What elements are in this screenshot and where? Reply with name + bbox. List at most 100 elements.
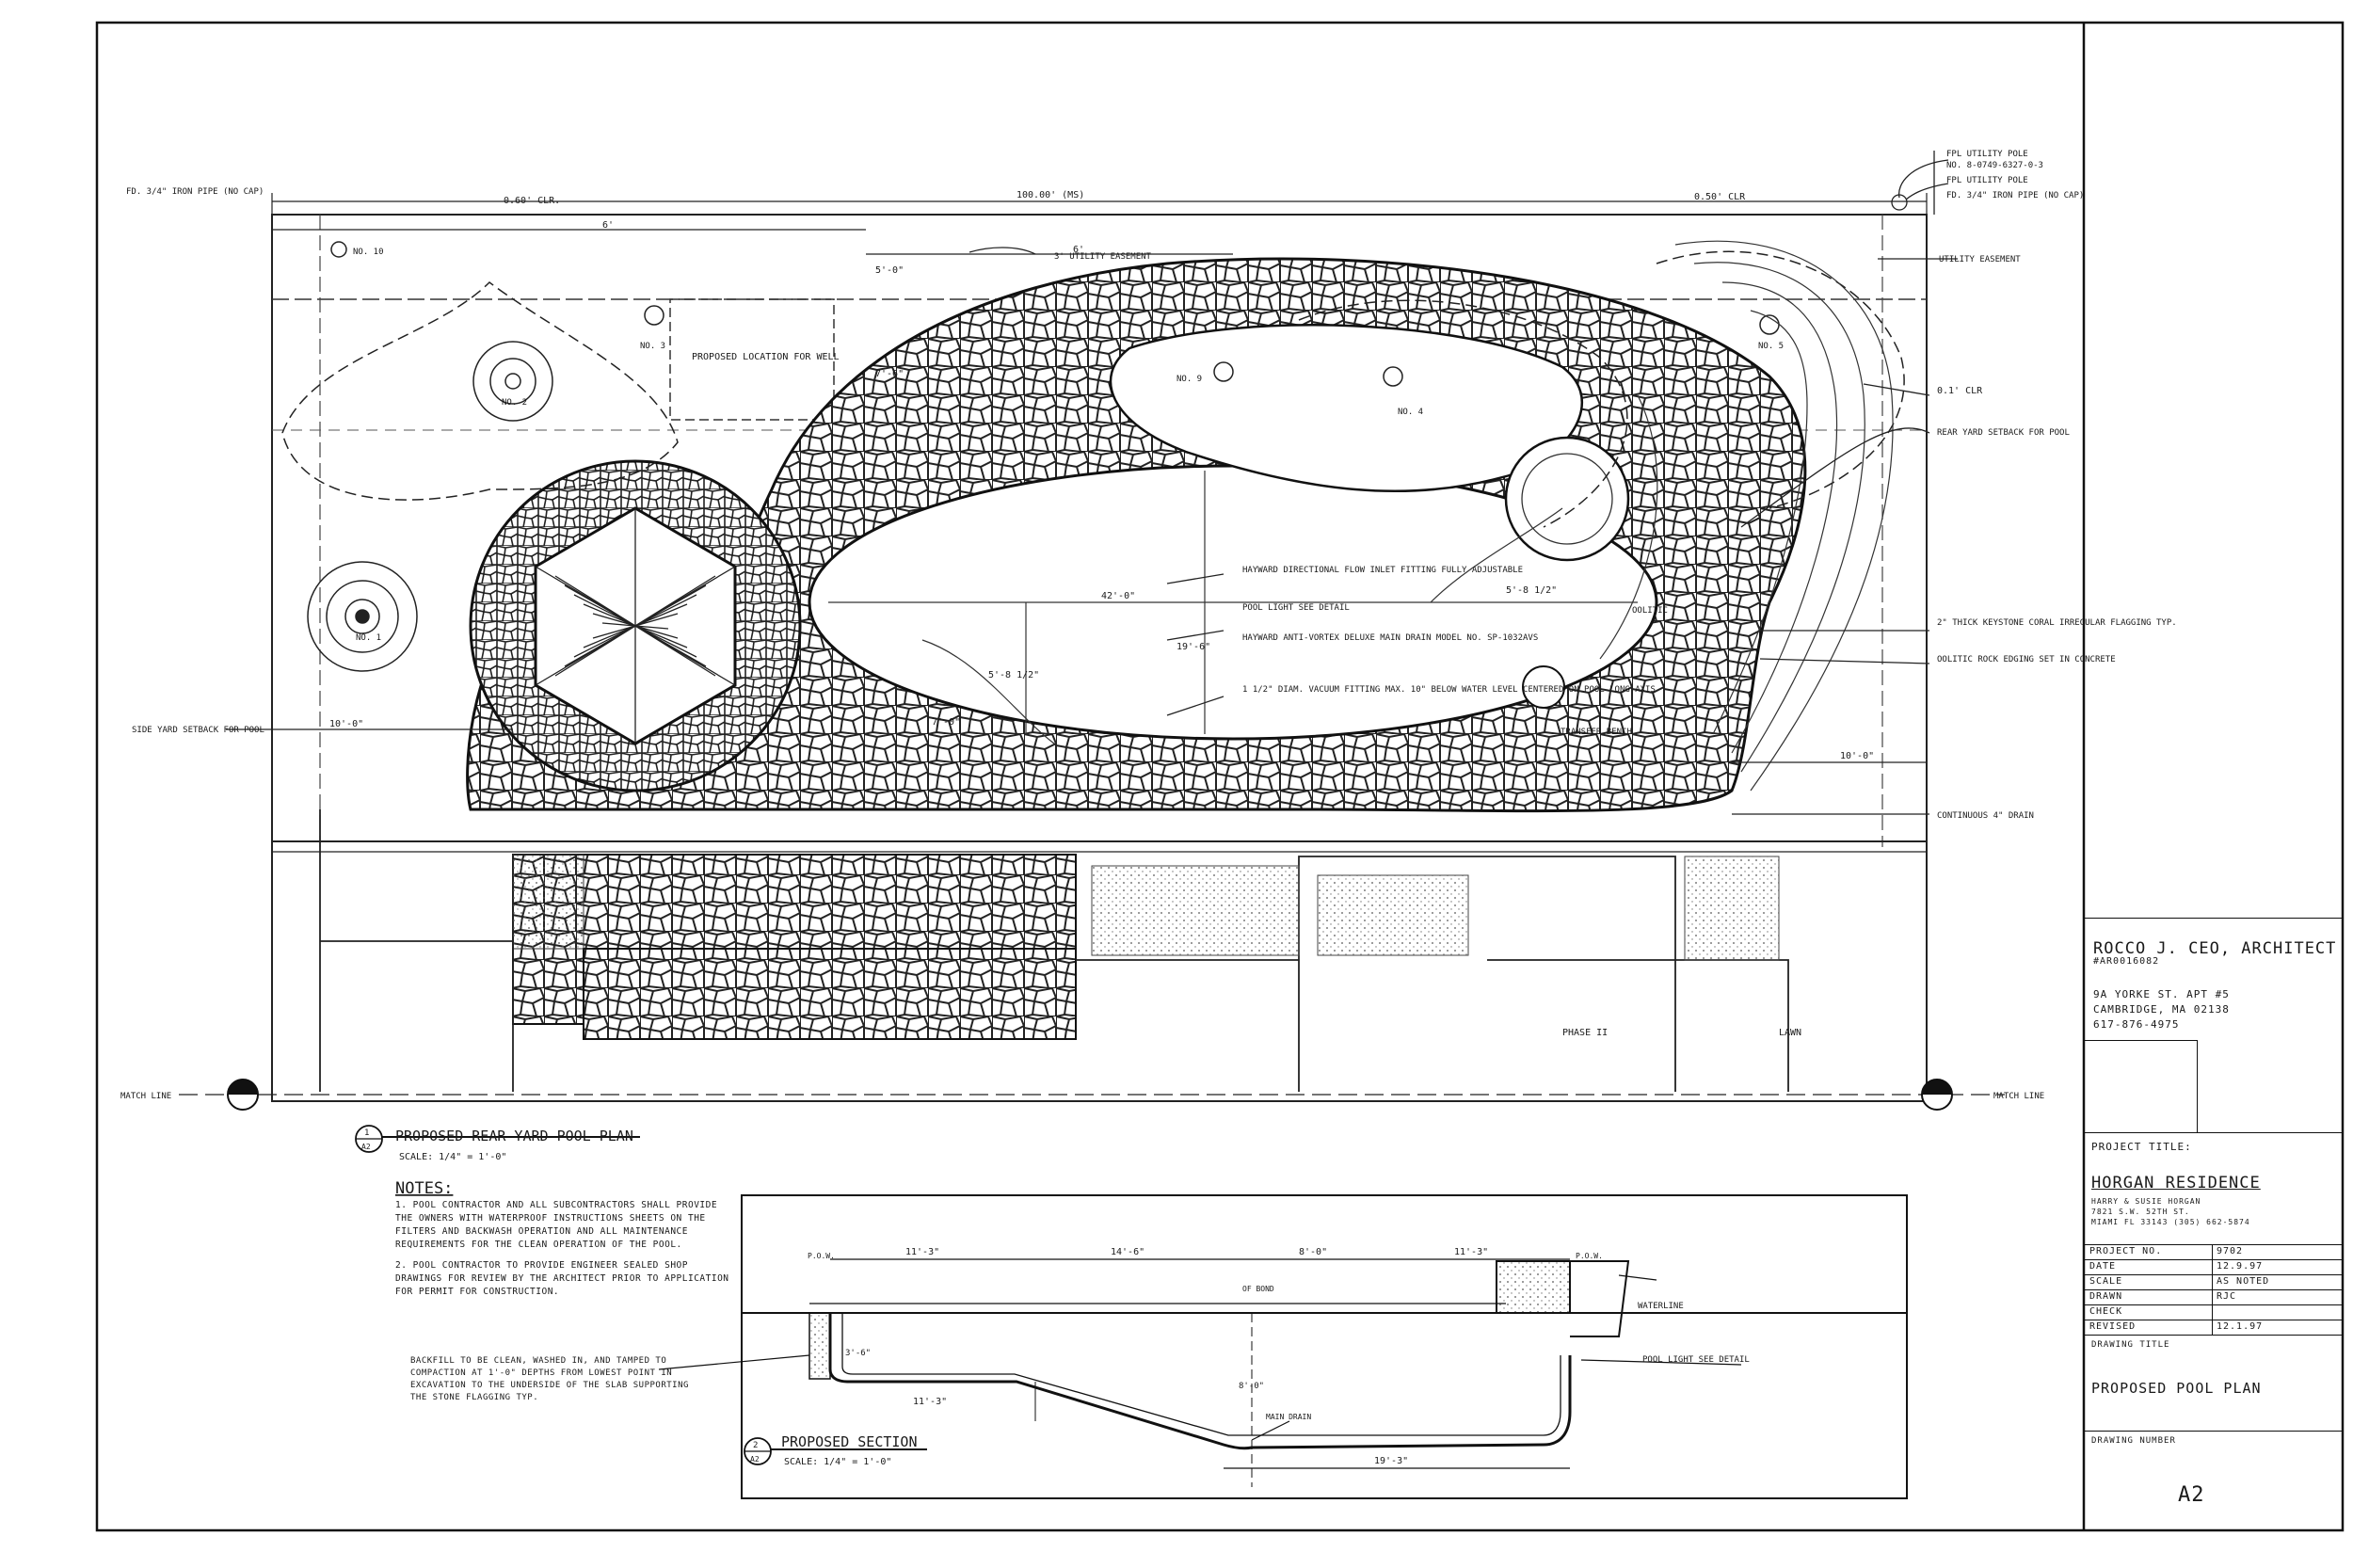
callout-keystone: 2" THICK KEYSTONE CORAL IRREGULAR FLAGGI… bbox=[1937, 618, 2177, 628]
section-dim-4: 11'-3" bbox=[913, 1397, 947, 1407]
section-main-drain: MAIN DRAIN bbox=[1266, 1413, 1311, 1421]
dim-b: 5'-8 1/2" bbox=[1506, 585, 1557, 596]
note-1: 1. POOL CONTRACTOR AND ALL SUBCONTRACTOR… bbox=[395, 1200, 718, 1250]
spa bbox=[1504, 436, 1630, 562]
architect-address1: 9A YORKE ST. APT #5 bbox=[2093, 988, 2230, 1000]
tree-no4: NO. 4 bbox=[1398, 408, 1423, 417]
dim-clr-left: 0.60' CLR. bbox=[504, 196, 560, 206]
section-pos-right: P.O.W. bbox=[1576, 1252, 1603, 1260]
callout-rear-setback: REAR YARD SETBACK FOR POOL bbox=[1937, 428, 2070, 438]
plan-scale: SCALE: 1/4" = 1'-0" bbox=[399, 1152, 506, 1162]
dim-ten-right: 10'-0" bbox=[1840, 751, 1874, 761]
info-row-value: 9702 bbox=[2217, 1246, 2244, 1256]
dim-clr-right: 0.50' CLR bbox=[1694, 192, 1746, 202]
house-outline bbox=[319, 809, 1789, 1092]
info-row-label: SCALE bbox=[2089, 1276, 2123, 1287]
callout-pool-light: POOL LIGHT SEE DETAIL bbox=[1242, 603, 1350, 613]
section-title: PROPOSED SECTION bbox=[781, 1433, 918, 1450]
tree-no10: NO. 10 bbox=[353, 248, 384, 257]
property-line bbox=[271, 214, 1928, 1102]
section-depth: 8'-0" bbox=[1239, 1382, 1264, 1391]
info-row-label: REVISED bbox=[2089, 1321, 2137, 1332]
drawing-title-label: DRAWING TITLE bbox=[2091, 1340, 2170, 1350]
dim-zero-one: 0.1' CLR bbox=[1937, 386, 1983, 396]
info-row-divider bbox=[2084, 1274, 2342, 1275]
tree-no5: NO. 5 bbox=[1758, 342, 1784, 351]
drawing-title: PROPOSED POOL PLAN bbox=[2091, 1380, 2262, 1397]
section-of-bond: OF BOND bbox=[1242, 1285, 1274, 1293]
info-row-value: RJC bbox=[2217, 1291, 2237, 1302]
callout-iron-pipe-right: FD. 3/4" IRON PIPE (NO CAP) bbox=[1946, 191, 2084, 200]
project-title-label: PROJECT TITLE: bbox=[2091, 1141, 2192, 1153]
pool-section bbox=[658, 1258, 1907, 1487]
match-line-right: MATCH LINE bbox=[1993, 1092, 2044, 1101]
tree-no1: NO. 1 bbox=[356, 633, 381, 643]
title-block: ROCCO J. CEO, ARCHITECT #AR0016082 9A YO… bbox=[2084, 0, 2353, 1532]
notes-heading: NOTES: bbox=[395, 1179, 453, 1198]
callout-fitting1: HAYWARD DIRECTIONAL FLOW INLET FITTING F… bbox=[1242, 566, 1523, 575]
client-line-3: MIAMI FL 33143 (305) 662-5874 bbox=[2091, 1218, 2250, 1226]
info-row-divider bbox=[2084, 1259, 2342, 1260]
info-row-label: CHECK bbox=[2089, 1306, 2123, 1317]
callout-lawn: LAWN bbox=[1779, 1028, 1801, 1038]
section-waterline: WATERLINE bbox=[1638, 1302, 1684, 1311]
section-dim-5: 19'-3" bbox=[1374, 1456, 1408, 1466]
tree-no3: NO. 3 bbox=[640, 342, 665, 351]
dim-six-mid: 6' bbox=[1073, 245, 1084, 255]
section-dim-1: 14'-6" bbox=[1111, 1247, 1144, 1257]
dim-top-width: 100.00' (MS) bbox=[1016, 190, 1084, 200]
dim-seven: 7'-6" bbox=[875, 369, 904, 379]
callout-oolitic: OOLITIC bbox=[1632, 606, 1668, 616]
match-line-left: MATCH LINE bbox=[120, 1092, 171, 1101]
callout-drain: CONTINUOUS 4" DRAIN bbox=[1937, 811, 2034, 821]
info-row-value: 12.9.97 bbox=[2217, 1261, 2264, 1272]
dim-five: 5'-0" bbox=[875, 265, 904, 276]
plan-ref-sheet: A2 bbox=[361, 1143, 371, 1151]
info-row-divider bbox=[2084, 1304, 2342, 1305]
drawing-number: A2 bbox=[2178, 1483, 2205, 1507]
callout-well: PROPOSED LOCATION FOR WELL bbox=[692, 352, 840, 362]
architect-license: #AR0016082 bbox=[2093, 956, 2160, 967]
client-line-1: HARRY & SUSIE HORGAN bbox=[2091, 1197, 2201, 1206]
info-row-label: DRAWN bbox=[2089, 1291, 2123, 1302]
architect-name: ROCCO J. CEO, ARCHITECT bbox=[2093, 939, 2337, 958]
info-row-label: DATE bbox=[2089, 1261, 2117, 1272]
section-pool-light: POOL LIGHT SEE DETAIL bbox=[1642, 1355, 1750, 1365]
dim-a: 5'-8 1/2" bbox=[988, 670, 1039, 680]
note-2: 2. POOL CONTRACTOR TO PROVIDE ENGINEER S… bbox=[395, 1260, 729, 1297]
plan-title: PROPOSED REAR YARD POOL PLAN bbox=[395, 1128, 633, 1144]
info-row-value: AS NOTED bbox=[2217, 1276, 2270, 1287]
dim-six-left: 6' bbox=[602, 220, 614, 231]
callout-utility-mid: 3' UTILITY EASEMENT bbox=[1054, 252, 1152, 262]
tree-no9: NO. 9 bbox=[1176, 375, 1202, 384]
info-row-value: 12.1.97 bbox=[2217, 1321, 2264, 1332]
callout-fpl-pole-no: NO. 8-0749-6327-0-3 bbox=[1946, 161, 2043, 170]
section-dim-0: 11'-3" bbox=[905, 1247, 939, 1257]
callout-utility-right: UTILITY EASEMENT bbox=[1939, 255, 2021, 264]
section-pos-left: P.O.W. bbox=[808, 1252, 835, 1260]
notes-block: 1. POOL CONTRACTOR AND ALL SUBCONTRACTOR… bbox=[395, 1199, 734, 1299]
dim-ten-left: 10'-0" bbox=[329, 719, 363, 729]
info-col-divider bbox=[2212, 1244, 2213, 1335]
dim-pool-len: 42'-0" bbox=[1101, 591, 1135, 601]
client-line-2: 7821 S.W. 52TH ST. bbox=[2091, 1208, 2190, 1216]
callout-phase: PHASE II bbox=[1562, 1028, 1608, 1038]
plan-ref-num: 1 bbox=[364, 1128, 369, 1138]
info-row-label: PROJECT NO. bbox=[2089, 1246, 2163, 1256]
dim-pool-w: 19'-6" bbox=[1176, 642, 1210, 652]
section-scale: SCALE: 1/4" = 1'-0" bbox=[784, 1457, 891, 1467]
callout-fpl-pole2: FPL UTILITY POLE bbox=[1946, 176, 2028, 185]
trees bbox=[281, 241, 1905, 672]
callout-iron-pipe-left: FD. 3/4" IRON PIPE (NO CAP) bbox=[126, 187, 264, 197]
architect-address2: CAMBRIDGE, MA 02138 bbox=[2093, 1003, 2230, 1016]
project-title: HORGAN RESIDENCE bbox=[2091, 1174, 2261, 1192]
section-ref-sheet: A2 bbox=[750, 1455, 760, 1464]
section-ref-num: 2 bbox=[753, 1441, 758, 1450]
section-dim-3: 11'-3" bbox=[1454, 1247, 1488, 1257]
match-line-markers bbox=[179, 1079, 2005, 1111]
info-row-divider bbox=[2084, 1289, 2342, 1290]
backfill-note: BACKFILL TO BE CLEAN, WASHED IN, AND TAM… bbox=[410, 1356, 689, 1402]
section-dim-2: 8'-0" bbox=[1299, 1247, 1327, 1257]
